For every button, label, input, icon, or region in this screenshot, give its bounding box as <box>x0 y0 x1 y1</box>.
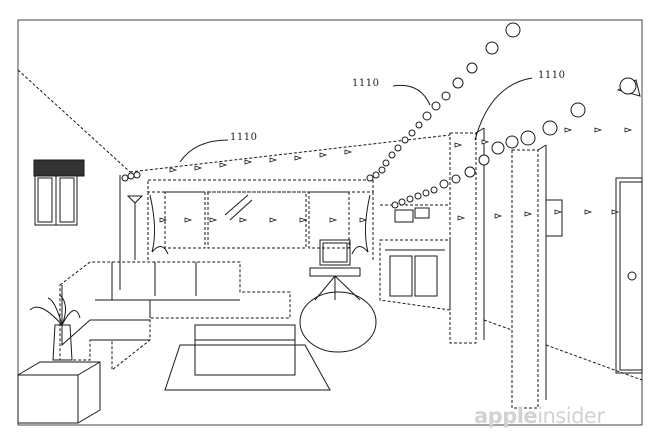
reference-label-left: 1110 <box>230 132 258 143</box>
ceiling-line <box>129 134 451 173</box>
coffee-table <box>164 324 331 391</box>
leader-middle <box>392 84 431 106</box>
floor-target-ellipse <box>299 291 377 353</box>
reference-label-middle: 1110 <box>352 78 380 89</box>
leader-right <box>474 77 533 141</box>
floor-lamp <box>126 195 144 260</box>
reference-label-right: 1110 <box>538 70 566 81</box>
sofa <box>59 261 291 372</box>
watermark-part1: apple <box>474 404 538 428</box>
direction-markers <box>159 127 633 223</box>
bead-path <box>121 22 637 209</box>
leader-left <box>179 139 229 163</box>
column-right <box>511 144 547 409</box>
watermark-logo: appleinsider <box>474 404 605 428</box>
tv <box>299 239 377 353</box>
kitchen-cabinets <box>379 204 451 311</box>
plant-vase <box>29 294 81 361</box>
back-window <box>147 179 374 260</box>
right-wall <box>483 79 643 381</box>
watermark-part2: insider <box>537 404 605 428</box>
ceiling-edge-left <box>17 69 131 173</box>
side-table <box>17 361 101 424</box>
left-window <box>33 159 85 226</box>
